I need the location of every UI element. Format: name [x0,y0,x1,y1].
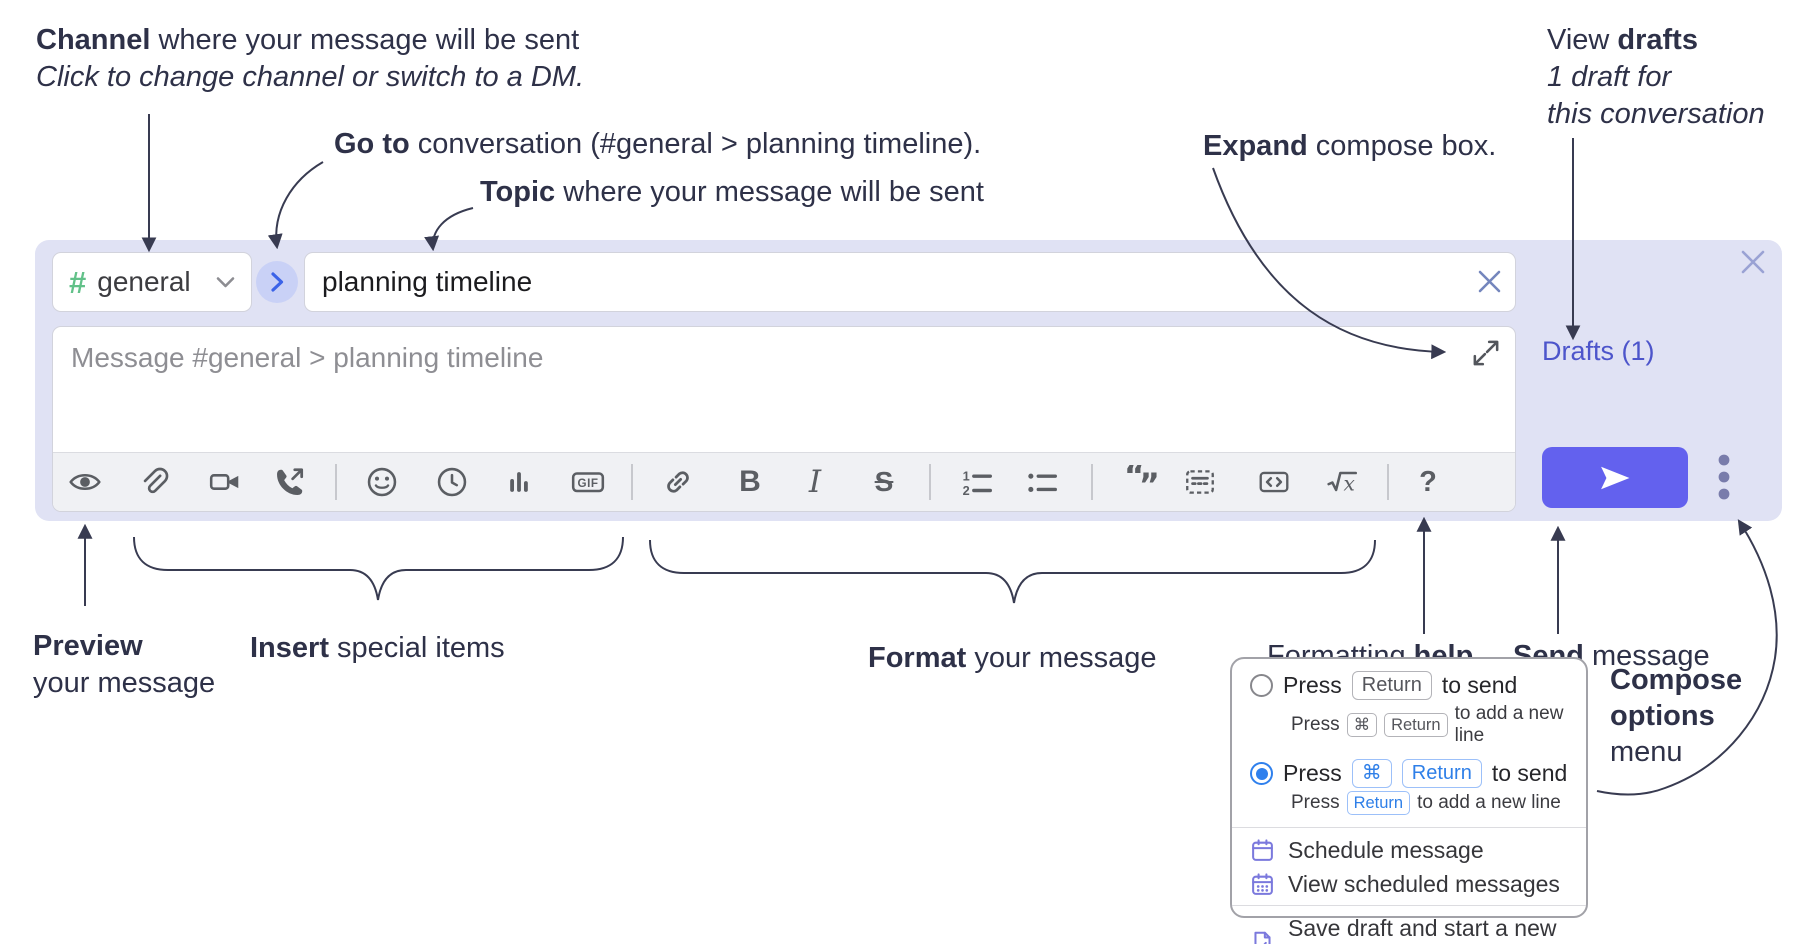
toolbar-divider [1387,464,1389,500]
chevron-down-icon [216,276,235,287]
spoiler-icon[interactable] [1178,460,1222,504]
option-cmd-return-to-send[interactable]: Press ⌘ Return to send [1250,759,1568,788]
topic-input[interactable] [305,253,1515,311]
return-keycap: Return [1346,791,1411,815]
code-icon[interactable] [1252,460,1296,504]
annotation-view-drafts: View drafts 1 draft for this conversatio… [1547,24,1765,130]
channel-selector[interactable]: # general [52,252,252,312]
toolbar-divider [631,464,633,500]
video-call-icon[interactable] [203,460,247,504]
bulleted-list-icon[interactable] [1020,460,1064,504]
annotation-compose-options: Compose options menu [1610,664,1743,768]
calendar-grid-icon [1252,873,1273,895]
drafts-link[interactable]: Drafts (1) [1542,336,1655,366]
send-button[interactable] [1542,447,1688,508]
topic-field [304,252,1516,312]
close-compose-icon[interactable] [1738,247,1768,282]
radio-unselected[interactable] [1250,674,1273,697]
emoji-icon[interactable] [360,460,404,504]
annotation-preview: Preview your message [33,630,216,699]
return-keycap: Return [1351,671,1432,700]
topic-clear-icon[interactable] [1476,268,1503,300]
preview-eye-icon[interactable] [63,460,107,504]
svg-text:1: 1 [963,468,970,483]
expand-compose-icon[interactable] [1469,336,1503,375]
svg-text:”: ” [1139,466,1158,499]
save-draft-icon [1254,931,1271,944]
message-input[interactable] [53,327,1515,453]
poll-icon[interactable] [497,460,541,504]
voice-call-icon[interactable] [268,460,312,504]
global-time-icon[interactable] [430,460,474,504]
annotation-format: Format your message [868,642,1157,674]
compose-options-popup: Press Return to send Press ⌘ Return to a… [1230,657,1588,944]
quote-icon[interactable]: “” [1119,460,1163,504]
annotation-topic: Topic where your message will be sent [480,176,984,208]
option-return-to-send-hint: Press ⌘ Return to add a new line [1291,703,1564,746]
popup-divider [1232,905,1586,906]
toolbar-divider [335,464,337,500]
bold-icon[interactable]: B [739,465,761,498]
svg-text:x: x [1344,472,1356,496]
option-return-to-send[interactable]: Press Return to send [1250,671,1568,700]
svg-text:“: “ [1124,465,1145,494]
channel-name: general [97,266,191,297]
toolbar-divider [929,464,931,500]
brace-insert [133,536,624,601]
send-plane-icon [1601,466,1630,489]
calendar-icon [1252,839,1273,861]
menu-item-view-scheduled[interactable]: View scheduled messages [1250,871,1568,898]
message-field: GIF B I S 12 [52,326,1516,512]
return-keycap: Return [1384,713,1448,737]
popup-divider [1232,827,1586,828]
annotation-expand: Expand compose box. [1203,130,1497,162]
brace-format [649,539,1376,604]
italic-icon[interactable]: I [808,463,822,500]
cmd-keycap: ⌘ [1346,713,1378,737]
channel-hash-icon: # [69,264,87,300]
svg-text:2: 2 [963,483,970,498]
link-icon[interactable] [656,460,700,504]
menu-item-schedule-message[interactable]: Schedule message [1250,837,1568,864]
formatting-help-icon[interactable]: ? [1419,465,1437,498]
math-icon[interactable]: x [1321,460,1365,504]
connector-goto [267,161,324,250]
chevron-right-icon [270,272,283,292]
annotation-channel: Channel where your message will be sent … [36,24,585,93]
compose-box: # general [35,240,1782,521]
attach-paperclip-icon[interactable] [132,460,176,504]
annotation-insert: Insert special items [250,632,505,664]
annotation-goto: Go to conversation (#general > planning … [334,128,982,160]
return-keycap: Return [1401,759,1482,788]
toolbar-divider [1091,464,1093,500]
option-cmd-return-to-send-hint: Press Return to add a new line [1291,791,1561,815]
cmd-keycap: ⌘ [1351,759,1392,788]
menu-item-save-draft[interactable]: Save draft and start a new message [1250,915,1568,944]
gif-icon[interactable]: GIF [566,460,610,504]
strikethrough-icon[interactable]: S [874,466,894,497]
compose-options-menu-icon[interactable] [1702,450,1746,506]
svg-text:GIF: GIF [578,477,599,490]
radio-selected[interactable] [1250,762,1273,785]
goto-conversation-button[interactable] [256,261,298,303]
